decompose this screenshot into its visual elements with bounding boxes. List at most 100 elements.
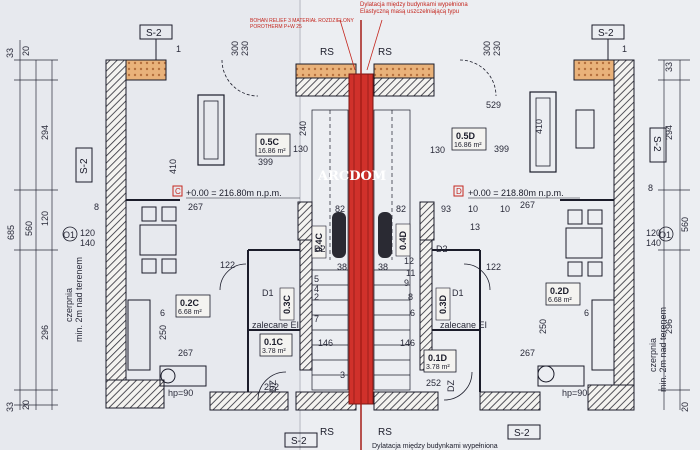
num-5: 5 — [314, 274, 319, 284]
dim-120-right: 120 — [646, 228, 661, 238]
right-armchair — [575, 109, 595, 149]
dim-right-560: 560 — [680, 217, 690, 232]
room-0-3d: 0.3D — [435, 287, 451, 321]
label-czerpnia-left-2: min. 2m nad terenem — [74, 257, 84, 342]
dim-240: 240 — [298, 121, 308, 136]
num-6: 6 — [410, 308, 415, 318]
dim-252-a: 252 — [264, 382, 279, 392]
dim-left-560: 560 — [24, 221, 34, 236]
svg-text:0.3C: 0.3C — [282, 294, 292, 314]
num-10: 10 — [500, 204, 510, 214]
num-1-left: 1 — [176, 44, 181, 54]
left-kitchen-counter — [127, 299, 151, 371]
door-swings — [219, 59, 497, 401]
dim-410-left: 410 — [168, 159, 178, 174]
svg-text:D: D — [456, 187, 462, 196]
left-sofa — [197, 94, 225, 166]
label-czerpnia-right-2: min. 2m nad terenem — [658, 307, 668, 392]
label-dz-left: DZ — [268, 380, 278, 392]
label-d2-left: D2 — [314, 244, 326, 254]
dim-right-294: 294 — [664, 125, 674, 140]
dim-250-a: 250 — [158, 325, 168, 340]
svg-text:C: C — [175, 187, 181, 196]
dim-130-left: 130 — [293, 144, 308, 154]
svg-text:16.86 m²: 16.86 m² — [258, 148, 286, 155]
label-d1-left: D1 — [262, 288, 274, 298]
dim-399-left: 399 — [258, 157, 273, 167]
label-zalecane-left: zalecane EI — [252, 320, 299, 330]
num-3: 3 — [340, 370, 345, 380]
dim-93: 93 — [441, 204, 451, 214]
top-note-4: POROTHERM P+W 25 — [250, 24, 302, 30]
num-7: 7 — [314, 314, 319, 324]
label-hp-right: hp=90 — [562, 388, 587, 398]
svg-text:0.4C: 0.4C — [314, 232, 324, 252]
svg-text:0.3D: 0.3D — [438, 294, 448, 314]
svg-text:S-2: S-2 — [514, 428, 530, 439]
rs-top-left: RS — [320, 47, 334, 58]
num-1-right: 1 — [622, 44, 627, 54]
room-0-2d: 0.2D 6.68 m² — [545, 282, 581, 306]
room-0-1d: 0.1D 3.78 m² — [423, 349, 457, 373]
dim-230-right: 230 — [492, 41, 502, 56]
right-dining-set — [565, 209, 603, 277]
dim-left-20-top: 20 — [21, 46, 31, 56]
svg-text:S-2: S-2 — [651, 136, 662, 152]
dim-8-b: 8 — [648, 183, 653, 193]
rs-bottom-left: RS — [320, 427, 334, 438]
num-9: 9 — [404, 278, 409, 288]
room-0-4d: 0.4D — [395, 223, 411, 257]
dim-267-d: 267 — [520, 348, 535, 358]
top-note-3: BOHAN RELIEF 3 MATERIAŁ ROZDZIELONY — [250, 18, 354, 24]
svg-text:O1: O1 — [659, 230, 671, 240]
watermark: ARCDOM — [317, 169, 386, 184]
dim-250-b: 250 — [538, 319, 548, 334]
right-sofa — [529, 91, 557, 173]
right-unit-walls — [373, 59, 635, 411]
svg-text:0.1C: 0.1C — [264, 337, 284, 347]
dim-38-a: 38 — [337, 262, 347, 272]
dim-122-b: 122 — [486, 262, 501, 272]
dim-230-left: 230 — [240, 41, 250, 56]
dim-6-a: 6 — [160, 308, 165, 318]
room-0-4c: 0.4C — [311, 225, 327, 259]
dim-10: 10 — [468, 204, 478, 214]
dim-300-right: 300 — [482, 41, 492, 56]
left-column — [332, 212, 346, 258]
svg-text:3.78 m²: 3.78 m² — [262, 348, 286, 355]
right-dimension-lines — [658, 59, 690, 410]
dim-140-left: 140 — [80, 238, 95, 248]
label-o1-left: O1 — [62, 226, 78, 242]
svg-text:6.68 m²: 6.68 m² — [548, 297, 572, 304]
room-0-3c: 0.3C — [279, 287, 295, 321]
bottom-note-1: Dylatacja między budynkami wypełniona — [372, 443, 498, 450]
section-mark-left: S-2 — [75, 147, 93, 183]
svg-text:S-2: S-2 — [146, 28, 162, 39]
svg-text:0.5C: 0.5C — [260, 137, 280, 147]
svg-text:0.4D: 0.4D — [398, 230, 408, 250]
top-note-2: Elastyczną masą uszczelniającą typu — [360, 9, 459, 15]
label-hp-left: hp=90 — [168, 388, 193, 398]
svg-text:16.86 m²: 16.86 m² — [454, 142, 482, 149]
right-column — [378, 212, 392, 258]
dim-120-left: 120 — [80, 228, 95, 238]
dim-left-294: 294 — [40, 125, 50, 140]
dim-82-b: 82 — [396, 204, 406, 214]
rs-top-right: RS — [378, 47, 392, 58]
label-zalecane-right: zalecane EI — [440, 320, 487, 330]
dim-267-c: 267 — [178, 348, 193, 358]
left-unit-walls — [105, 59, 357, 411]
svg-text:O1: O1 — [63, 230, 75, 240]
top-note-1: Dylatacja między budynkami wypełniona — [360, 2, 468, 8]
label-czerpnia-right: czerpnia — [648, 338, 658, 372]
svg-text:0.5D: 0.5D — [456, 131, 476, 141]
label-d1-right: D1 — [452, 288, 464, 298]
svg-text:+0.00 = 216.80m n.p.m.: +0.00 = 216.80m n.p.m. — [186, 188, 282, 198]
svg-text:3.78 m²: 3.78 m² — [426, 364, 450, 371]
dim-267-b: 267 — [520, 200, 535, 210]
dim-right-20: 20 — [680, 402, 690, 412]
label-d2-right: D2 — [436, 244, 448, 254]
dim-left-20-bottom: 20 — [21, 400, 31, 410]
